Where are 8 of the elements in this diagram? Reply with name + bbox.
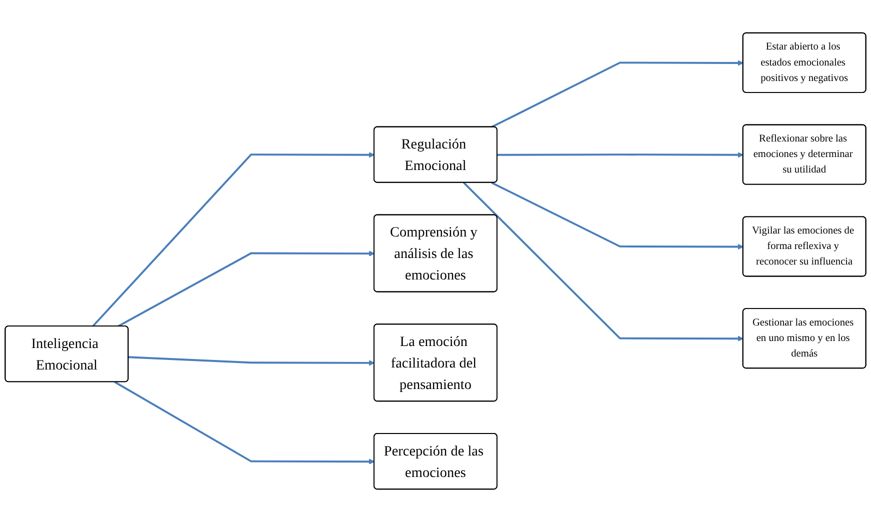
arrow	[491, 60, 744, 128]
arrow	[497, 152, 744, 158]
arrow	[491, 182, 744, 250]
arrow	[92, 152, 375, 328]
arrow	[463, 182, 744, 342]
arrow	[118, 250, 375, 328]
arrow	[128, 356, 375, 366]
arrow	[114, 381, 375, 464]
